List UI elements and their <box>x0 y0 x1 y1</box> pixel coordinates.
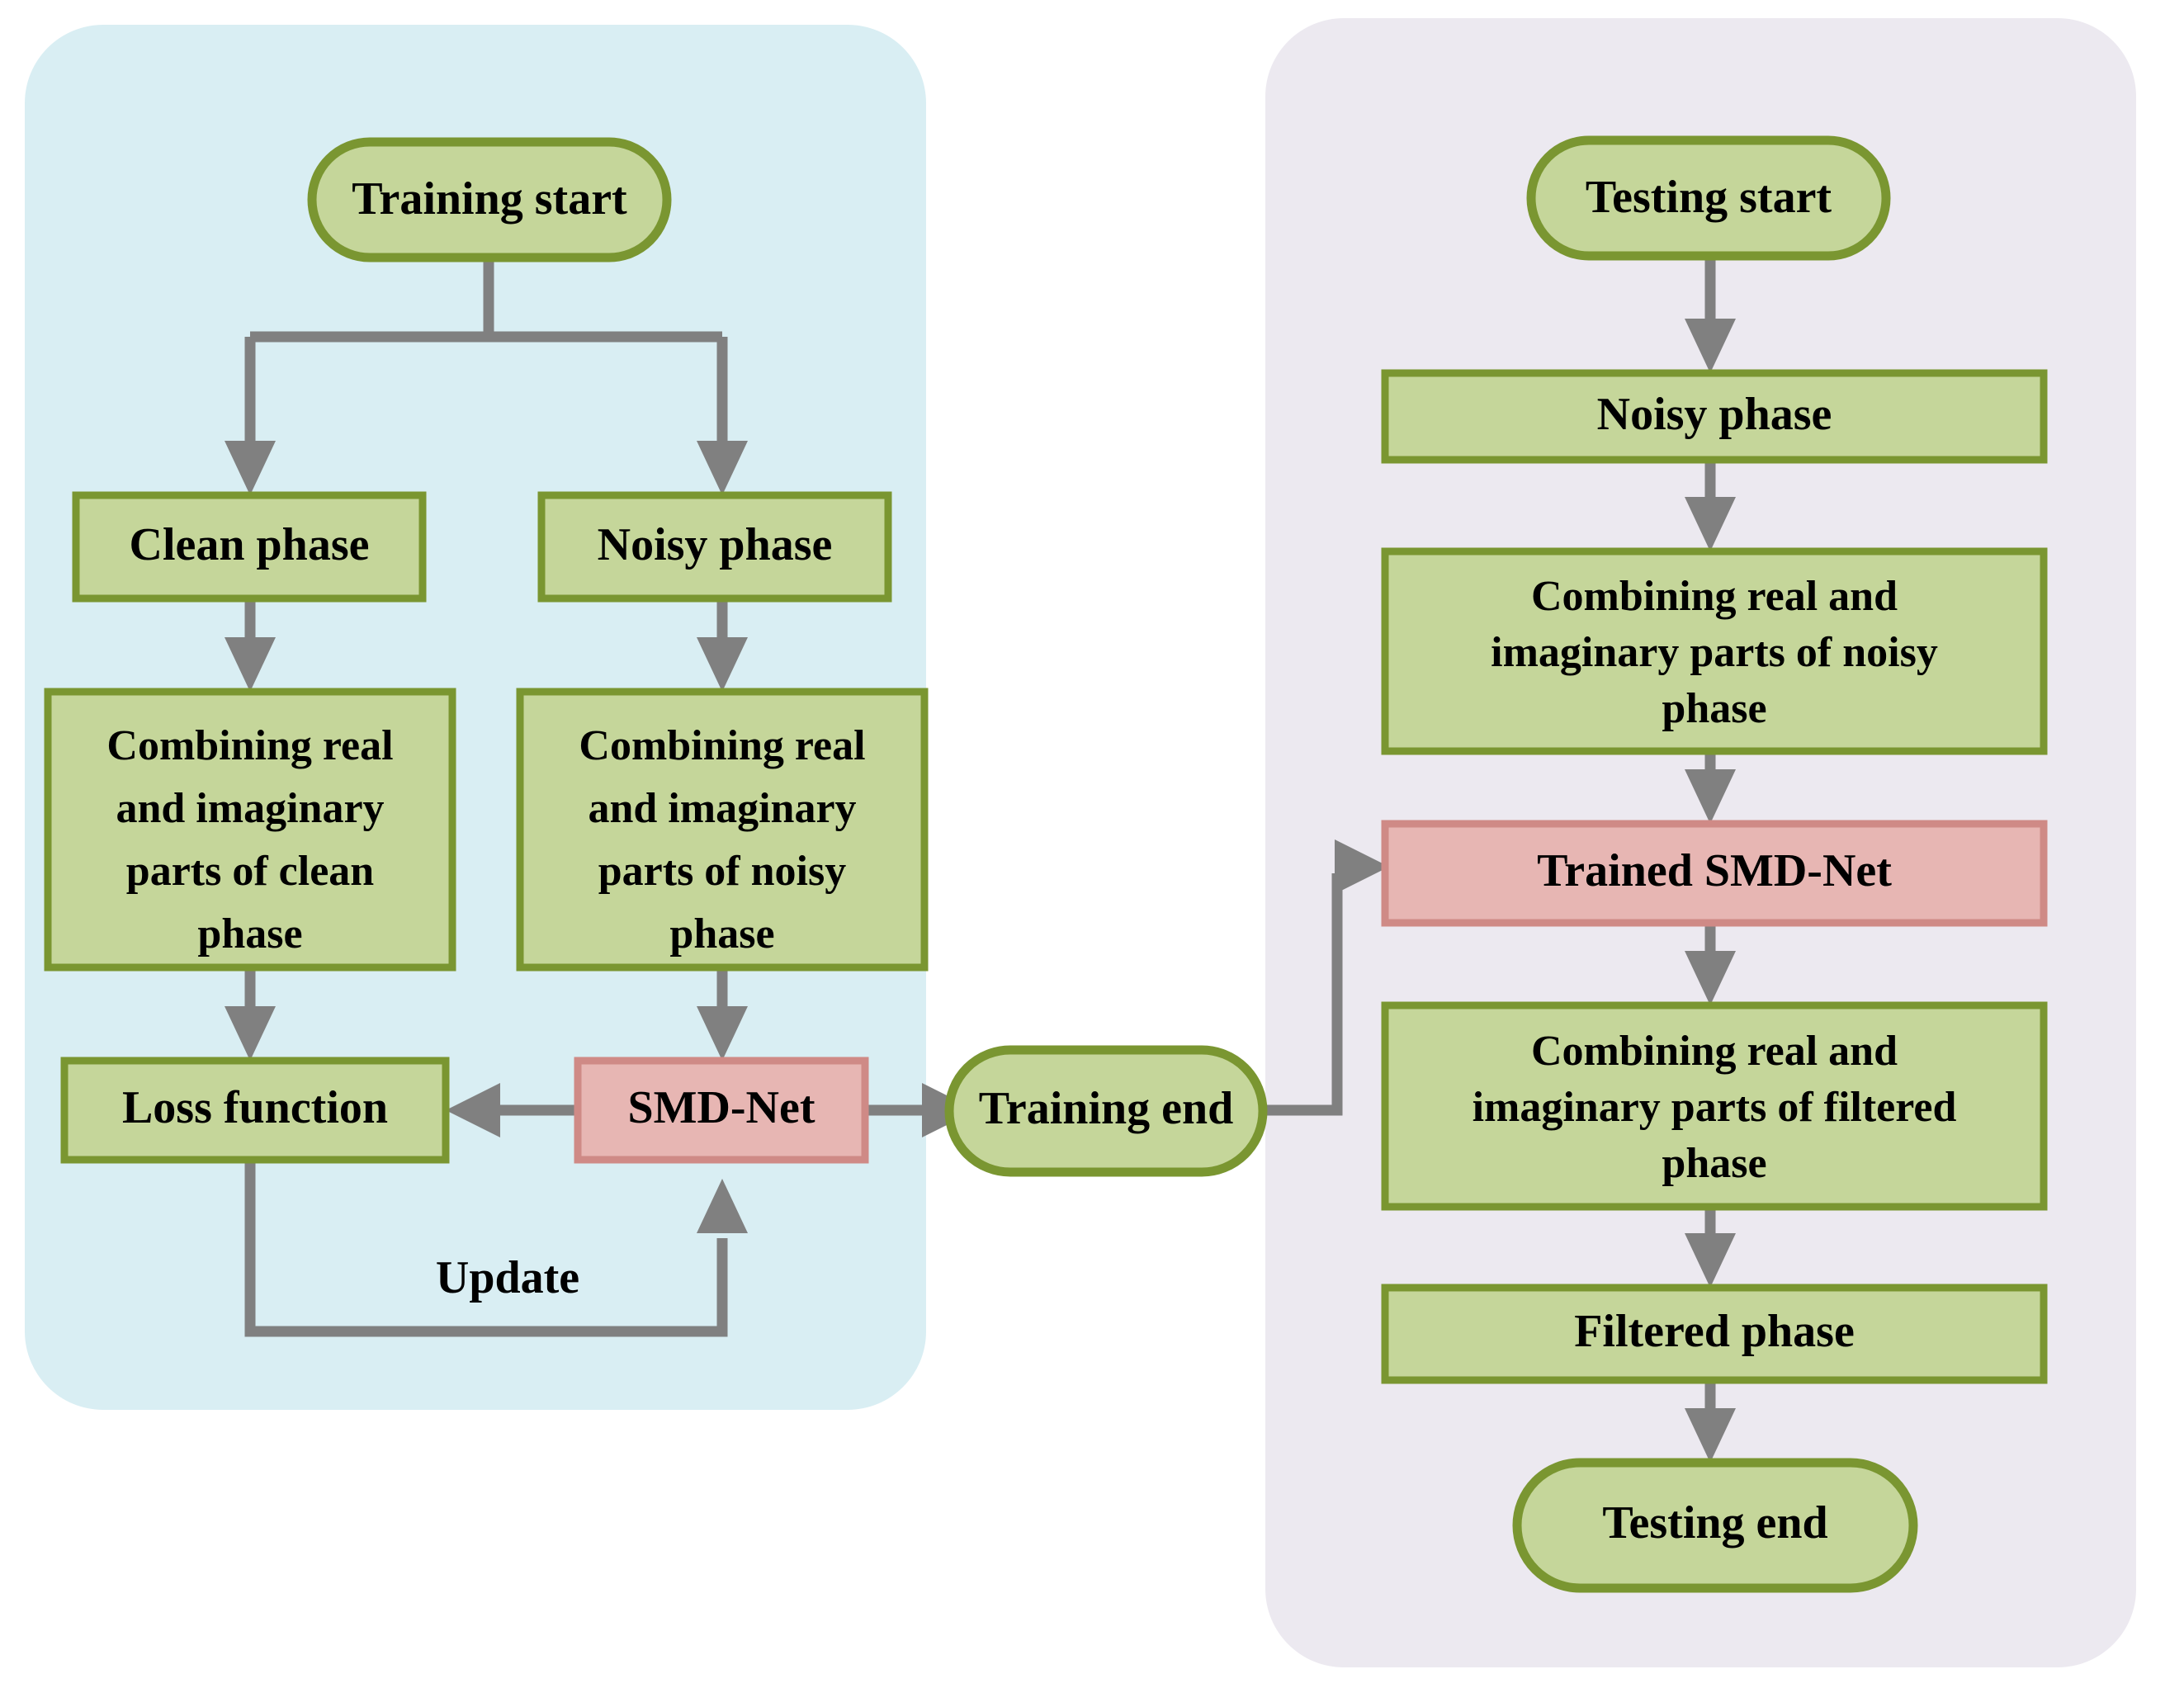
node-trained-smd-net[interactable]: Trained SMD-Net <box>1381 820 2048 927</box>
arrowhead-to-smd-net <box>697 1006 748 1061</box>
node-noisy-phase-training-label: Noisy phase <box>598 519 833 570</box>
node-training-start[interactable]: Training start <box>307 137 672 262</box>
node-training-end-shape <box>944 1045 1268 1177</box>
arrowhead-update-to-smd-net <box>697 1179 748 1233</box>
node-noisy-phase-testing-shape <box>1381 369 2048 464</box>
node-smd-net[interactable]: SMD-Net <box>574 1057 869 1164</box>
node-training-start-label: Training start <box>352 173 627 225</box>
node-combine-clean-line-2: and imaginary <box>116 785 384 832</box>
node-testing-start-shape <box>1526 135 1891 261</box>
node-testing-end-shape <box>1512 1458 1918 1593</box>
arrowhead-to-combine-noisy <box>697 637 748 692</box>
node-filtered-phase-shape <box>1381 1284 2048 1384</box>
node-trained-smd-net-label: Trained SMD-Net <box>1537 845 1892 896</box>
node-combine-noisy-phase-training[interactable]: Combining real and imaginary parts of no… <box>516 688 929 972</box>
arrowhead-to-loss-function <box>225 1006 276 1061</box>
node-filtered-phase-label: Filtered phase <box>1574 1306 1855 1357</box>
node-loss-function[interactable]: Loss function <box>60 1057 450 1164</box>
connector-trainingend-to-trainednet <box>1263 873 1343 1116</box>
node-combine-clean-line-1: Combining real <box>106 722 393 769</box>
node-combine-noisy-test-line-1: Combining real and <box>1531 573 1898 620</box>
node-filtered-phase[interactable]: Filtered phase <box>1381 1284 2048 1384</box>
node-loss-function-shape <box>60 1057 450 1164</box>
node-combine-noisy-train-line-4: phase <box>669 910 774 958</box>
node-combine-clean-line-3: parts of clean <box>126 848 374 895</box>
arrowhead-to-loss-left <box>446 1083 500 1137</box>
node-combine-noisy-train-line-2: and imaginary <box>588 785 856 832</box>
node-smd-net-label: SMD-Net <box>627 1082 815 1133</box>
node-trained-smd-net-shape <box>1381 820 2048 927</box>
node-noisy-phase-training-shape <box>537 491 892 603</box>
node-testing-end-label: Testing end <box>1602 1497 1827 1549</box>
node-testing-start-label: Testing start <box>1586 172 1832 223</box>
node-clean-phase[interactable]: Clean phase <box>72 491 427 603</box>
node-combine-noisy-phase-testing[interactable]: Combining real and imaginary parts of no… <box>1381 547 2048 755</box>
node-training-start-shape <box>307 137 672 262</box>
node-combine-noisy-train-line-1: Combining real <box>579 722 865 769</box>
arrowhead-to-noisy-phase <box>697 441 748 495</box>
node-training-end[interactable]: Training end <box>944 1045 1268 1177</box>
connector-update-loop <box>244 1160 728 1337</box>
arrowhead-to-trained-smd-net <box>1335 839 1389 894</box>
node-clean-phase-label: Clean phase <box>130 519 370 570</box>
node-noisy-phase-testing[interactable]: Noisy phase <box>1381 369 2048 464</box>
arrowhead-test-to-noisy-phase <box>1685 319 1736 373</box>
node-combine-clean-phase[interactable]: Combining real and imaginary parts of cl… <box>44 688 456 972</box>
node-combine-filtered-line-3: phase <box>1662 1140 1766 1187</box>
node-noisy-phase-training[interactable]: Noisy phase <box>537 491 892 603</box>
arrowhead-to-clean-phase <box>225 441 276 495</box>
node-testing-end[interactable]: Testing end <box>1512 1458 1918 1593</box>
node-combine-noisy-phase-testing-shape <box>1381 547 2048 755</box>
arrowhead-to-combine-filtered <box>1685 951 1736 1005</box>
arrowhead-to-testing-end <box>1685 1408 1736 1463</box>
node-combine-noisy-train-line-3: parts of noisy <box>598 848 846 895</box>
node-noisy-phase-testing-label: Noisy phase <box>1597 389 1832 440</box>
node-combine-filtered-line-1: Combining real and <box>1531 1028 1898 1075</box>
arrowhead-to-trained-net-top <box>1685 769 1736 824</box>
arrowhead-to-filtered-phase <box>1685 1233 1736 1288</box>
node-combine-filtered-phase[interactable]: Combining real and imaginary parts of fi… <box>1381 1001 2048 1211</box>
node-combine-noisy-test-line-3: phase <box>1662 685 1766 732</box>
node-combine-noisy-phase-training-shape <box>516 688 929 972</box>
node-testing-start[interactable]: Testing start <box>1526 135 1891 261</box>
node-combine-clean-line-4: phase <box>197 910 302 958</box>
node-combine-filtered-line-2: imaginary parts of filtered <box>1473 1084 1957 1131</box>
node-smd-net-shape <box>574 1057 869 1164</box>
node-training-end-label: Training end <box>979 1083 1234 1134</box>
edge-label-update: Update <box>436 1252 579 1303</box>
node-combine-clean-phase-shape <box>44 688 456 972</box>
arrowhead-to-combine-clean <box>225 637 276 692</box>
node-clean-phase-shape <box>72 491 427 603</box>
node-combine-filtered-phase-shape <box>1381 1001 2048 1211</box>
node-loss-function-label: Loss function <box>122 1082 388 1133</box>
node-combine-noisy-test-line-2: imaginary parts of noisy <box>1491 629 1938 676</box>
arrowhead-test-to-combine-noisy <box>1685 497 1736 551</box>
